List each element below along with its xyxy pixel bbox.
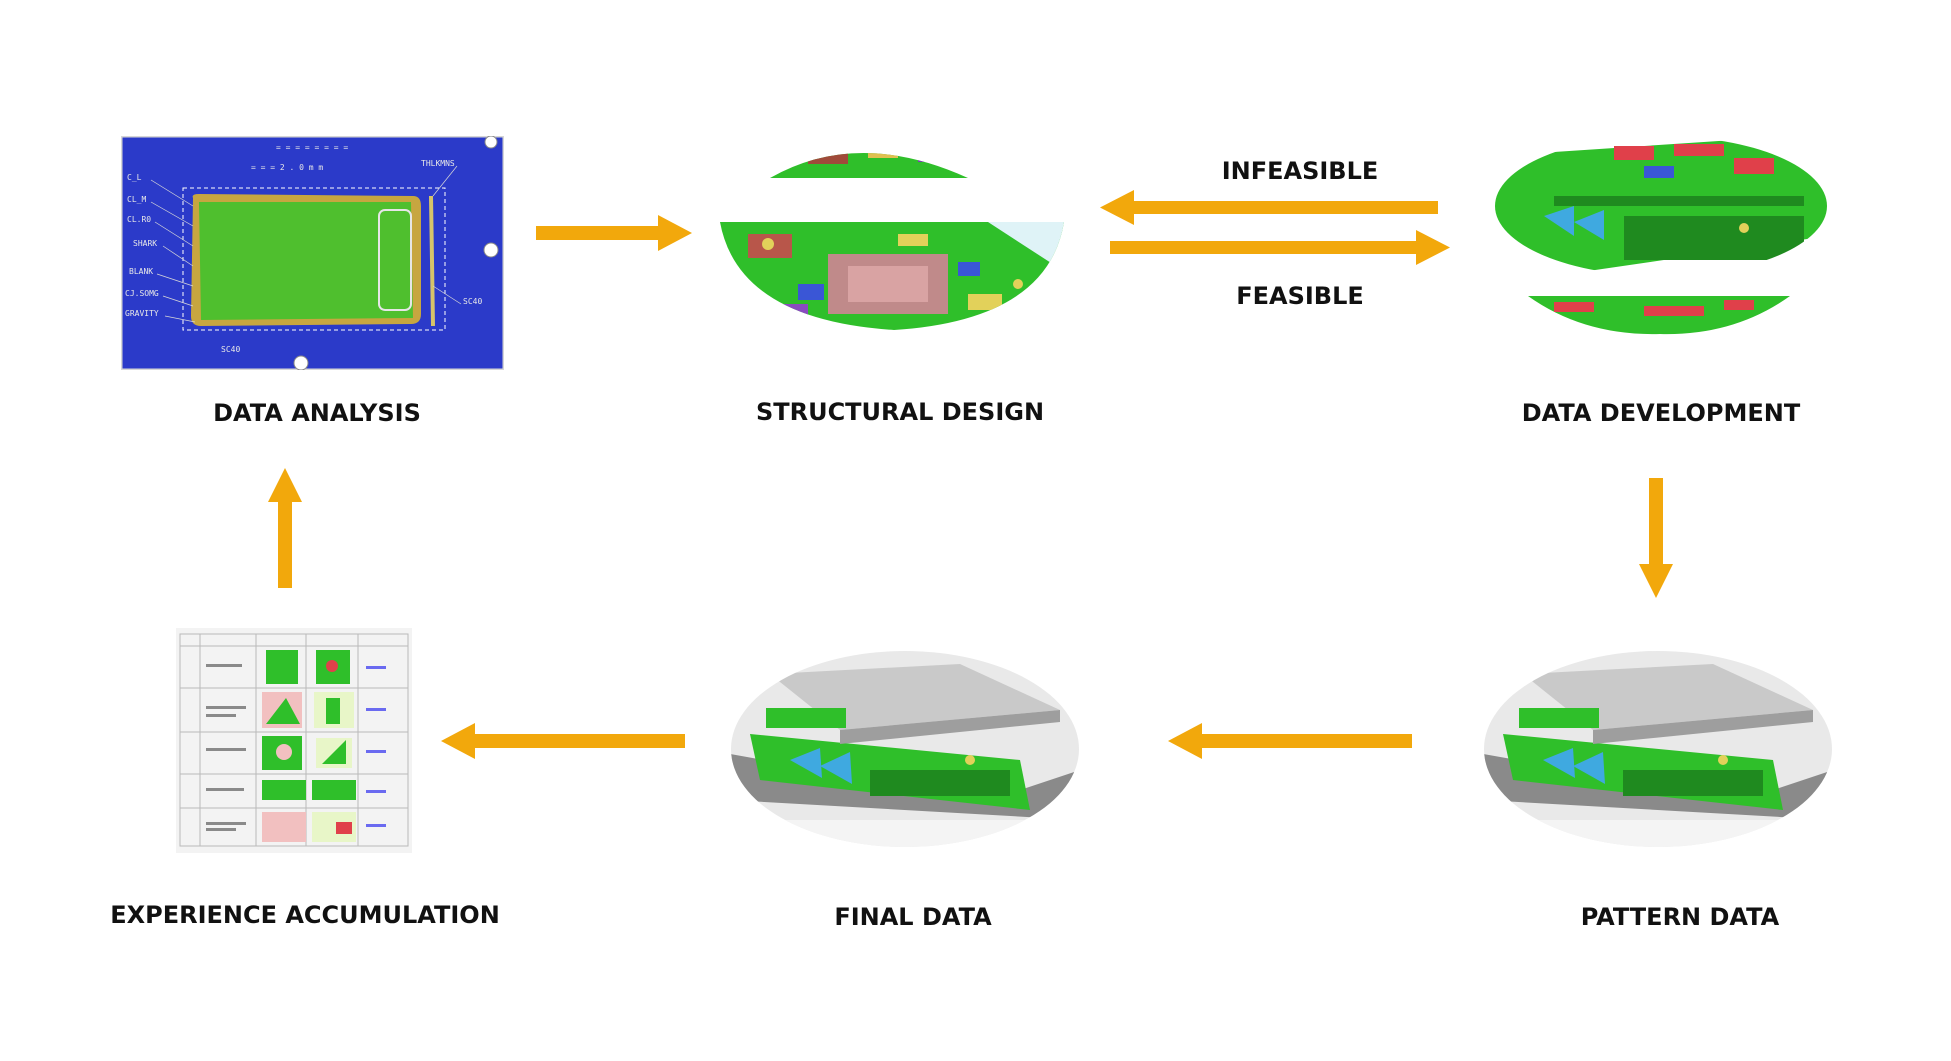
data-development-image (1494, 136, 1828, 336)
infeasible-arrow (1100, 190, 1438, 225)
arrow-to-data-analysis (268, 468, 302, 588)
arrow-to-final-data (1168, 723, 1412, 759)
step-label-data-development: DATA DEVELOPMENT (1521, 399, 1801, 427)
svg-text:CJ.SOMG: CJ.SOMG (125, 289, 159, 298)
svg-text:BLANK: BLANK (129, 267, 153, 276)
svg-text:CL_M: CL_M (127, 195, 146, 204)
svg-text:= = = = = = = =: = = = = = = = = (276, 143, 348, 152)
svg-text:SC40: SC40 (221, 345, 240, 354)
svg-text:GRAVITY: GRAVITY (125, 309, 159, 318)
svg-text:= = = 2 . 0 m m: = = = 2 . 0 m m (251, 163, 323, 172)
step-label-structural-design: STRUCTURAL DESIGN (755, 398, 1045, 426)
arrow-to-experience-accumulation (441, 723, 685, 759)
svg-text:SHARK: SHARK (133, 239, 157, 248)
step-label-data-analysis: DATA ANALYSIS (213, 399, 421, 427)
svg-text:THLKMNS: THLKMNS (421, 159, 455, 168)
data-analysis-image: C_L CL_M CL.R0 SHARK BLANK CJ.SOMG GRAVI… (119, 134, 506, 372)
svg-text:CL.R0: CL.R0 (127, 215, 151, 224)
step-label-pattern-data: PATTERN DATA (1580, 903, 1780, 931)
feasible-arrow (1110, 230, 1450, 265)
svg-text:C_L: C_L (127, 173, 142, 182)
structural-design-image (718, 134, 1068, 334)
feedback-label-feasible: FEASIBLE (1236, 282, 1364, 310)
final-data-image (730, 650, 1080, 848)
experience-accumulation-image (176, 628, 412, 853)
svg-text:SC40: SC40 (463, 297, 482, 306)
step-label-experience-accumulation: EXPERIENCE ACCUMULATION (110, 901, 500, 929)
arrow-to-pattern-data (1639, 478, 1673, 598)
arrow-to-structural-design (536, 215, 692, 251)
pattern-data-image (1483, 650, 1833, 848)
feedback-label-infeasible: INFEASIBLE (1221, 157, 1379, 185)
step-label-final-data: FINAL DATA (834, 903, 992, 931)
